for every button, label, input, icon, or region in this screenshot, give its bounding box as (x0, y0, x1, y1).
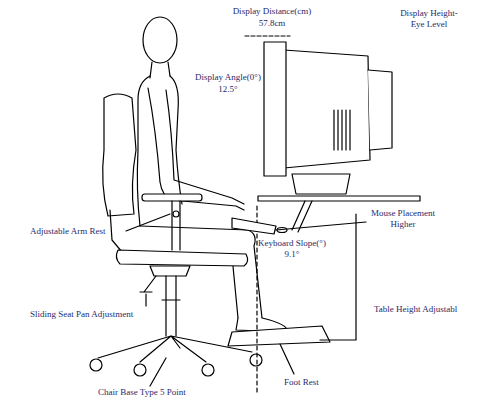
illustration-part (126, 214, 170, 231)
illustration-part (250, 354, 262, 366)
illustration-part (292, 174, 350, 194)
illustration-part (368, 70, 392, 150)
illustration-part (103, 94, 136, 216)
dimension-value: 12.5° (218, 84, 237, 95)
illustration-part (280, 344, 294, 374)
illustration-part (116, 250, 247, 266)
callout-label: Adjustable Arm Rest (30, 226, 106, 237)
illustration-part (150, 358, 166, 386)
illustration-part (162, 299, 180, 300)
illustration-part (90, 359, 102, 371)
illustration-part (134, 364, 146, 376)
illustration-part (228, 326, 330, 346)
dimension-label: Display Angle(0°) (195, 72, 261, 83)
illustration-part (145, 294, 146, 306)
callout-label: Sliding Seat Pan Adjustment (30, 309, 133, 320)
illustration-part (150, 62, 170, 78)
illustration-part (143, 17, 177, 63)
illustration-part (256, 206, 257, 392)
illustration-part (137, 76, 150, 226)
illustration-part (90, 17, 420, 392)
illustration-part (148, 88, 244, 210)
illustration-part (140, 276, 156, 292)
callout-label: Chair Base Type 5 Point (98, 387, 186, 398)
illustration-part (320, 214, 356, 340)
callout-label: Table Height Adjustabl (374, 304, 457, 315)
illustration-part (173, 211, 179, 217)
illustration-part (276, 222, 366, 230)
illustration-part (98, 336, 252, 362)
illustration-part (166, 90, 244, 204)
callout-label: Display Height- Eye Level (396, 8, 462, 30)
illustration-part (150, 266, 190, 276)
dimension-value: 9.1° (285, 249, 300, 260)
callout-label: Mouse Placement Higher (370, 208, 436, 230)
illustration-part (232, 218, 276, 234)
illustration-part (172, 201, 180, 250)
illustration-part (264, 42, 286, 176)
illustration-part (142, 194, 202, 201)
illustration-part (284, 50, 370, 168)
dimension-label: Display Distance(cm) (233, 6, 312, 17)
callout-label: Foot Rest (284, 377, 319, 388)
dimension-label: Keyboard Slope(°) (258, 238, 326, 249)
illustration-part (140, 226, 262, 318)
illustration-part (245, 35, 290, 36)
illustration-part (110, 210, 122, 252)
illustration-part (202, 364, 214, 376)
illustration-part (258, 196, 420, 201)
dimension-value: 57.8cm (259, 18, 286, 29)
illustration-part (334, 110, 350, 150)
illustration-part (166, 276, 176, 336)
